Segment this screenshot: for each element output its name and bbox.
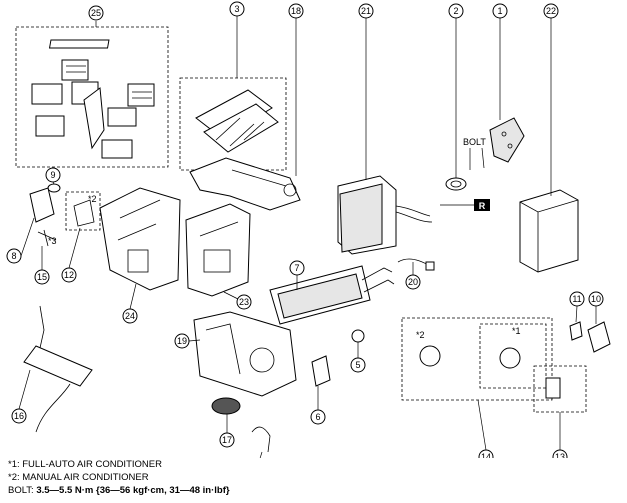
callout-18: 18 — [288, 3, 304, 19]
svg-text:23: 23 — [239, 297, 249, 307]
star2-label-left: *2 — [88, 194, 97, 204]
svg-text:2: 2 — [453, 6, 458, 16]
svg-text:21: 21 — [361, 6, 371, 16]
part-15-link — [37, 229, 57, 247]
part-21-evaporator — [337, 175, 433, 255]
svg-text:15: 15 — [37, 272, 47, 282]
svg-text:1: 1 — [497, 6, 502, 16]
hvac-exploded-diagram: R BOLT — [6, 1, 611, 458]
callout-20: 20 — [405, 274, 421, 290]
r-label: R — [479, 201, 486, 211]
part-12-bracket — [65, 191, 101, 231]
part-18-upper-case — [189, 157, 301, 211]
part-13-unit — [533, 365, 587, 413]
callout-13: 13 — [552, 449, 568, 458]
svg-text:11: 11 — [572, 294, 581, 304]
part-4-pipe — [251, 426, 271, 453]
callout-6: 6 — [310, 409, 326, 425]
svg-text:5: 5 — [355, 360, 360, 370]
svg-text:8: 8 — [11, 251, 16, 261]
r-marker: R — [440, 199, 490, 211]
part-6-resistor — [311, 355, 331, 387]
star2-label: *2 — [416, 330, 425, 340]
callout-2: 2 — [448, 3, 464, 19]
callout-16: 16 — [11, 408, 27, 424]
part-1-cover-plate: BOLT — [463, 117, 525, 170]
part-3-filter-frames — [179, 77, 287, 171]
callout-9: 9 — [45, 167, 61, 183]
bolt-spec-value: 3.5—5.5 N·m {36—56 kgf·cm, 31—48 in·lbf} — [36, 485, 230, 496]
callout-8: 8 — [6, 248, 22, 264]
svg-text:22: 22 — [546, 6, 556, 16]
svg-text:14: 14 — [481, 452, 491, 458]
part-24-lower-case — [99, 187, 181, 291]
callout-5: 5 — [350, 357, 366, 373]
callout-1: 1 — [492, 3, 508, 19]
svg-text:20: 20 — [408, 277, 418, 287]
callout-14: 14 — [478, 449, 494, 458]
callout-17: 17 — [219, 432, 235, 448]
callout-12: 12 — [61, 267, 77, 283]
note-full-auto: *1: FULL-AUTO AIR CONDITIONER — [8, 459, 162, 470]
callout-23: 23 — [236, 294, 252, 310]
svg-text:19: 19 — [177, 336, 187, 346]
callout-11: 11 — [569, 291, 585, 307]
svg-text:25: 25 — [91, 8, 101, 18]
svg-text:24: 24 — [125, 311, 135, 321]
part-25-flap-set — [15, 26, 169, 168]
part-10-actuator — [587, 321, 611, 353]
leader-lines — [18, 16, 597, 458]
svg-text:10: 10 — [591, 294, 601, 304]
note-manual: *2: MANUAL AIR CONDITIONER — [8, 472, 149, 483]
callout-21: 21 — [358, 3, 374, 19]
callout-24: 24 — [122, 308, 138, 324]
svg-text:17: 17 — [222, 435, 232, 445]
callout-10: 10 — [588, 291, 604, 307]
callout-15: 15 — [34, 269, 50, 285]
callout-7: 7 — [289, 260, 305, 276]
svg-text:3: 3 — [234, 4, 239, 14]
svg-text:13: 13 — [555, 452, 565, 458]
part-8-actuator — [29, 187, 55, 223]
svg-text:6: 6 — [315, 412, 320, 422]
bolt-torque-spec: BOLT: 3.5—5.5 N·m {36—56 kgf·cm, 31—48 i… — [8, 484, 230, 497]
star1-label: *1 — [512, 326, 521, 336]
part-20-sensor — [397, 258, 435, 271]
part-16-heater-unit — [23, 305, 93, 433]
callout-25: 25 — [88, 5, 104, 21]
svg-text:9: 9 — [50, 170, 55, 180]
star3-label: *3 — [48, 236, 57, 246]
callout-22: 22 — [543, 3, 559, 19]
part-11-clip — [569, 321, 583, 341]
part-14-actuator-kits: *2 *1 — [401, 317, 553, 401]
part-17-motor — [211, 397, 241, 415]
part-5-clamp — [351, 329, 365, 343]
svg-text:12: 12 — [64, 270, 74, 280]
bolt-spec-label: BOLT: — [8, 485, 34, 496]
callout-19: 19 — [174, 333, 190, 349]
part-7-heater-core — [269, 265, 395, 325]
callout-3: 3 — [229, 1, 245, 17]
legend-notes: *1: FULL-AUTO AIR CONDITIONER *2: MANUAL… — [8, 458, 230, 497]
part-22-filter — [519, 189, 579, 273]
part-19-blower-case — [193, 311, 297, 397]
part-9-clip — [47, 183, 61, 193]
part-2-seal — [445, 177, 467, 191]
svg-text:7: 7 — [294, 263, 299, 273]
bolt-label: BOLT — [463, 137, 486, 147]
svg-text:18: 18 — [291, 6, 301, 16]
part-23-case-right — [185, 203, 251, 297]
svg-text:16: 16 — [14, 411, 24, 421]
